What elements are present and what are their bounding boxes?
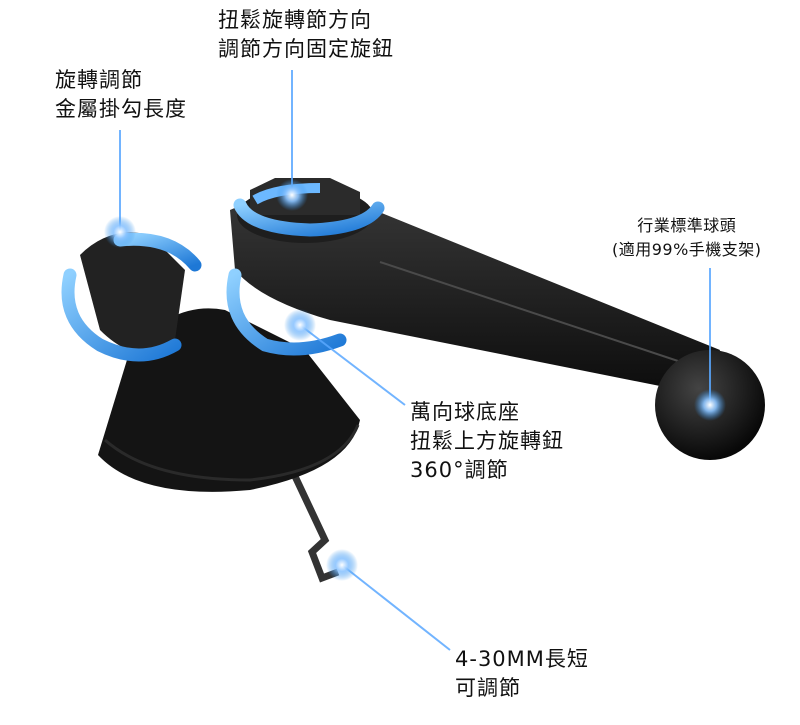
- leader-line-clip: [341, 564, 451, 651]
- label-line: 4-30MM長短: [455, 647, 589, 671]
- label-line: 金屬掛勾長度: [55, 97, 187, 121]
- label-line: 行業標準球頭: [637, 216, 737, 235]
- label-hook: 旋轉調節 金屬掛勾長度: [55, 66, 187, 124]
- label-line: 扭鬆旋轉節方向: [218, 8, 372, 32]
- label-clip: 4-30MM長短 可調節: [455, 645, 589, 703]
- glow-marker-icon: [104, 179, 726, 581]
- label-line: 可調節: [455, 676, 521, 700]
- label-top-knob: 扭鬆旋轉節方向 調節方向固定旋鈕: [218, 6, 394, 64]
- arm-groove: [379, 261, 691, 366]
- hook-knob: [80, 232, 185, 353]
- label-line: 萬向球底座: [410, 400, 520, 424]
- label-line: 調節方向固定旋鈕: [218, 37, 394, 61]
- base-rim: [104, 424, 360, 482]
- label-line: 旋轉調節: [55, 68, 143, 92]
- label-line: (適用99%手機支架): [612, 240, 762, 259]
- label-ball-head: 行業標準球頭 (適用99%手機支架): [612, 214, 762, 262]
- label-base: 萬向球底座 扭鬆上方旋轉鈕 360°調節: [410, 398, 564, 485]
- metal-hook: [281, 453, 340, 583]
- label-line: 360°調節: [410, 458, 509, 482]
- leader-line-base: [299, 324, 406, 406]
- label-line: 扭鬆上方旋轉鈕: [410, 429, 564, 453]
